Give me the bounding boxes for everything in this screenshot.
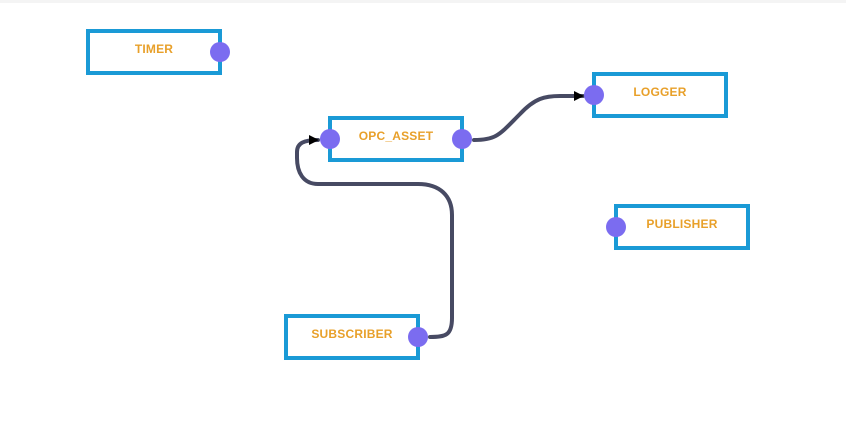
- connection-opc-asset-to-logger[interactable]: [472, 91, 585, 142]
- node-timer-label: TIMER: [134, 42, 174, 56]
- top-edge-divider: [0, 0, 846, 3]
- connection-subscriber-to-opc-asset[interactable]: [295, 135, 454, 339]
- node-logger-label: LOGGER: [633, 85, 687, 99]
- node-logger-input-port[interactable]: [584, 85, 604, 105]
- node-opc-asset-label: OPC_ASSET: [358, 129, 434, 143]
- node-timer-output-port[interactable]: [210, 42, 230, 62]
- node-subscriber[interactable]: SUBSCRIBER: [284, 314, 428, 360]
- node-opc-asset[interactable]: OPC_ASSET: [320, 116, 472, 162]
- node-opc-asset-input-port[interactable]: [320, 129, 340, 149]
- node-publisher-label: PUBLISHER: [646, 217, 718, 231]
- node-timer[interactable]: TIMER: [86, 29, 230, 75]
- node-subscriber-output-port[interactable]: [408, 327, 428, 347]
- node-opc-asset-output-port[interactable]: [452, 129, 472, 149]
- node-subscriber-label: SUBSCRIBER: [311, 327, 393, 341]
- node-publisher[interactable]: PUBLISHER: [606, 204, 750, 250]
- node-logger[interactable]: LOGGER: [584, 72, 728, 118]
- node-publisher-input-port[interactable]: [606, 217, 626, 237]
